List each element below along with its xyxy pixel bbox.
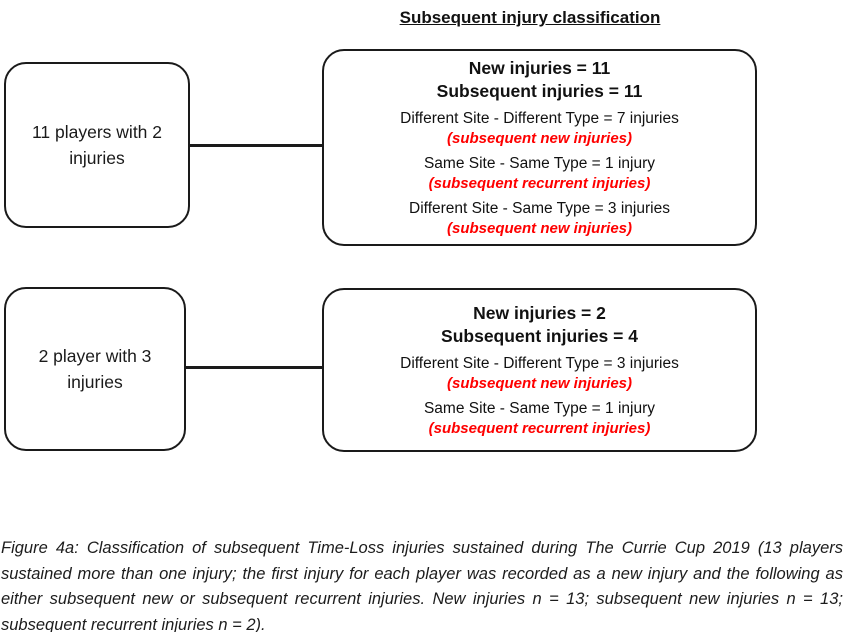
detail-pair: Different Site - Same Type = 3 injuries … [334,199,745,238]
detail-pair: Same Site - Same Type = 1 injury (subseq… [334,154,745,193]
detail-label: Different Site - Different Type = 3 inju… [400,355,679,372]
diagram-title: Subsequent injury classification [399,8,661,27]
classification-box-1: New injuries = 11 Subsequent injuries = … [322,49,757,246]
source-box-players-2-injuries: 11 players with 2 injuries [4,62,190,228]
connector-line-2 [185,366,323,369]
source-box-label: 2 player with 3 injuries [38,346,152,392]
detail-label: Different Site - Same Type = 3 injuries [409,200,670,217]
detail-pair: Same Site - Same Type = 1 injury (subseq… [334,399,745,438]
detail-pair: Different Site - Different Type = 7 inju… [334,109,745,148]
detail-note: (subsequent recurrent injuries) [428,420,651,437]
detail-note: (subsequent new injuries) [446,130,633,147]
detail-note: (subsequent new injuries) [446,220,633,237]
detail-label: Different Site - Different Type = 7 inju… [400,110,679,127]
detail-note: (subsequent new injuries) [446,375,633,392]
subsequent-injuries-total: Subsequent injuries = 4 [441,326,638,346]
classification-box-2: New injuries = 2 Subsequent injuries = 4… [322,288,757,452]
connector-line-1 [189,144,323,147]
detail-label: Same Site - Same Type = 1 injury [423,155,656,172]
new-injuries-total: New injuries = 11 [468,58,611,78]
subsequent-injuries-total: Subsequent injuries = 11 [436,81,643,101]
new-injuries-total: New injuries = 2 [473,303,606,323]
detail-note: (subsequent recurrent injuries) [428,175,651,192]
source-box-players-3-injuries: 2 player with 3 injuries [4,287,186,451]
detail-pair: Different Site - Different Type = 3 inju… [334,354,745,393]
detail-label: Same Site - Same Type = 1 injury [423,400,656,417]
figure-caption: Figure 4a: Classification of subsequent … [1,539,843,632]
source-box-label: 11 players with 2 injuries [31,122,163,168]
